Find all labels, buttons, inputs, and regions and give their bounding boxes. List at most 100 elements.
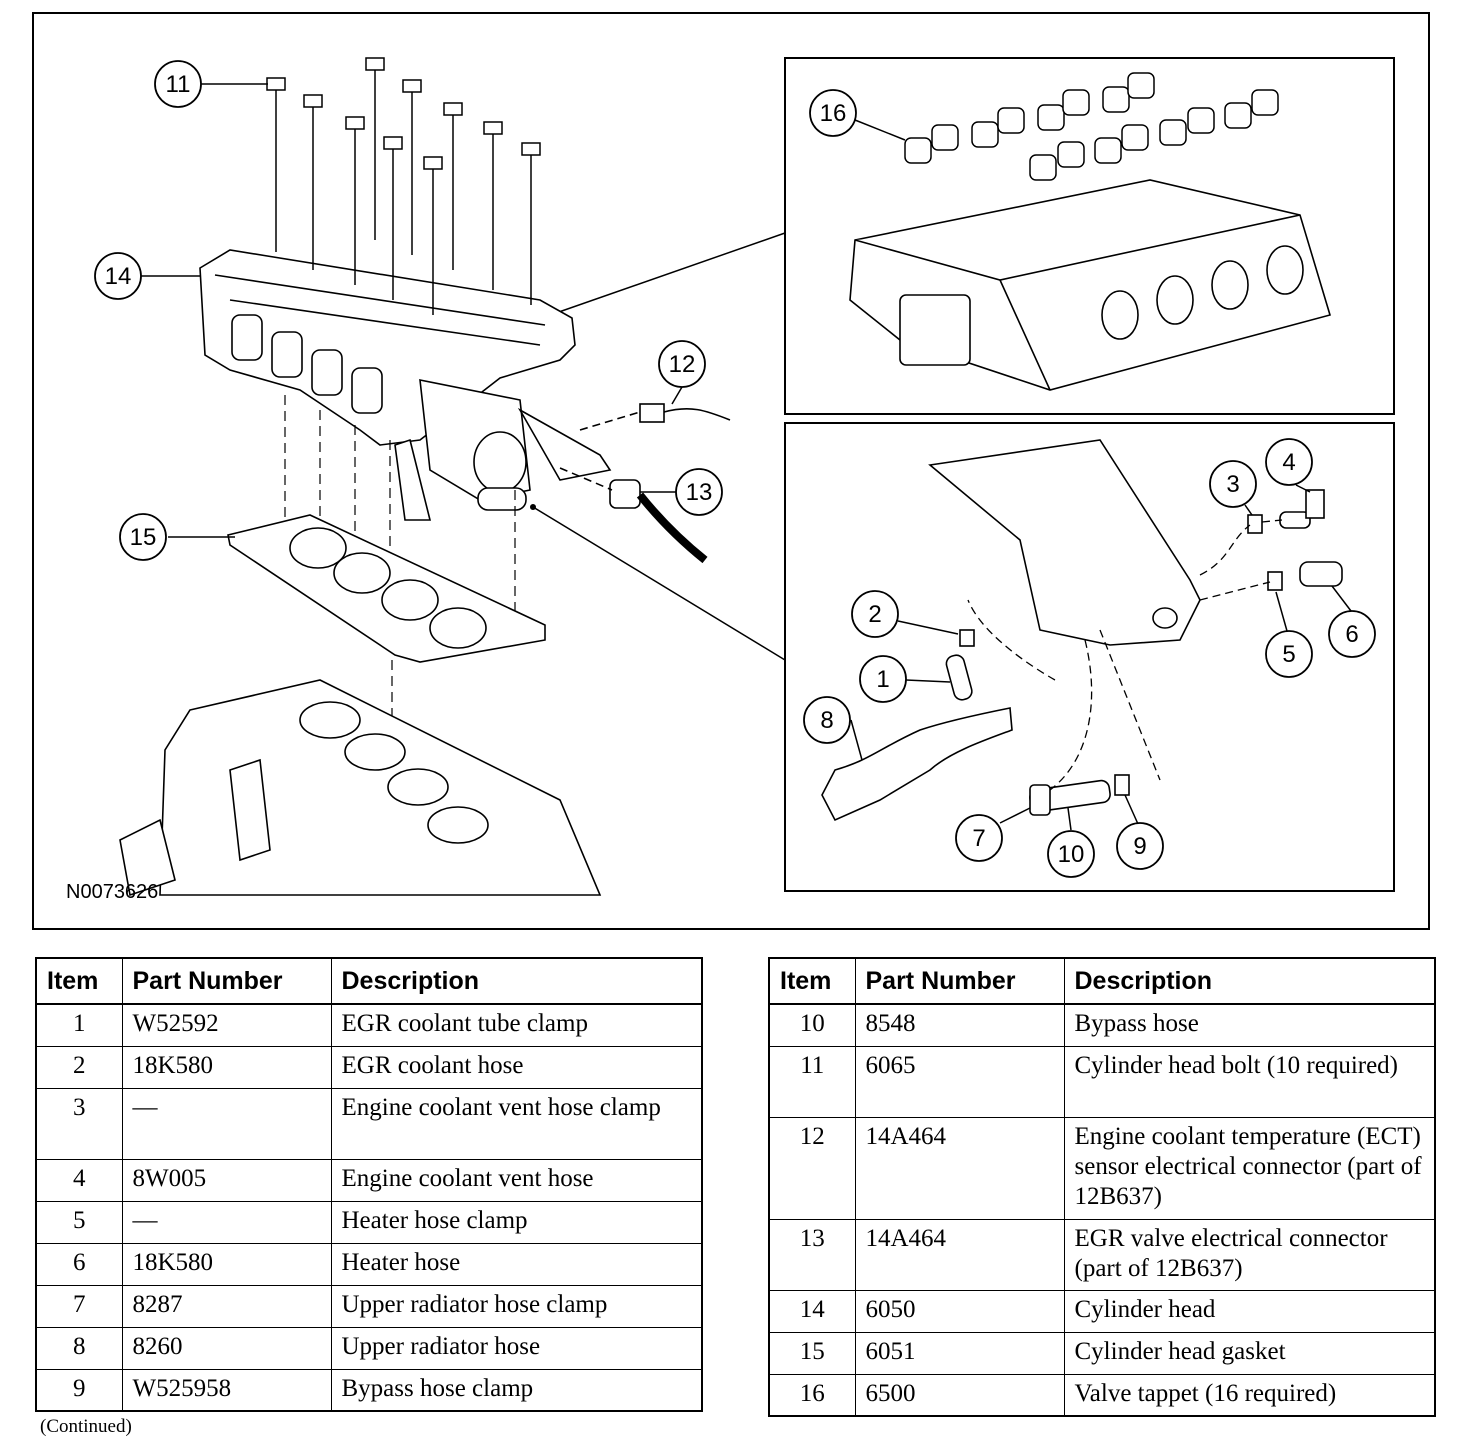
part-number-cell: 18K580	[121, 1045, 332, 1089]
item-cell: 11	[768, 1045, 856, 1118]
description-cell: Heater hose clamp	[330, 1200, 703, 1244]
callout-label-6: 6	[1345, 621, 1358, 648]
part-number-cell: 6051	[854, 1331, 1065, 1375]
part-number-cell: 18K580	[121, 1242, 332, 1286]
inset-head-drawing	[849, 179, 1332, 391]
item-cell: 9	[35, 1368, 123, 1412]
cylinder-head-drawing	[199, 249, 612, 521]
part-number-cell: 14A464	[854, 1218, 1065, 1291]
item-cell: 2	[35, 1045, 123, 1089]
callout-circle-1	[859, 655, 907, 703]
description-cell: Upper radiator hose	[330, 1326, 703, 1370]
table-row: 5—Heater hose clamp	[35, 1200, 703, 1244]
continued-note: (Continued)	[40, 1416, 132, 1437]
callout-circle-12	[658, 340, 706, 388]
callout-label-1: 1	[876, 666, 889, 693]
description-cell: EGR coolant hose	[330, 1045, 703, 1089]
description-column-header: Description	[330, 957, 703, 1005]
description-cell: EGR valve electrical connector (part of …	[1063, 1218, 1436, 1291]
item-cell: 12	[768, 1116, 856, 1220]
head-gasket-drawing	[227, 514, 546, 663]
part-number-cell: 8260	[121, 1326, 332, 1370]
item-cell: 6	[35, 1242, 123, 1286]
item-cell: 8	[35, 1326, 123, 1370]
description-column-header: Description	[1063, 957, 1436, 1005]
description-cell: EGR coolant tube clamp	[330, 1003, 703, 1047]
part-number-cell: —	[121, 1200, 332, 1244]
table-header-row: Item Part Number Description	[35, 957, 703, 1005]
cylinder-head-bolts	[266, 57, 541, 315]
callout-circle-4	[1265, 438, 1313, 486]
callout-circle-2	[851, 590, 899, 638]
item-cell: 16	[768, 1373, 856, 1417]
item-cell: 7	[35, 1284, 123, 1328]
table-row: 3—Engine coolant vent hose clamp	[35, 1087, 703, 1160]
callout-label-12: 12	[669, 351, 696, 378]
callout-circle-8	[803, 696, 851, 744]
tappet-drawings	[904, 72, 1279, 181]
item-cell: 5	[35, 1200, 123, 1244]
callout-label-4: 4	[1282, 449, 1295, 476]
callout-circle-14	[94, 252, 142, 300]
description-cell: Heater hose	[330, 1242, 703, 1286]
table-header-row: Item Part Number Description	[768, 957, 1436, 1005]
part-number-cell: 6050	[854, 1289, 1065, 1333]
part-number-cell: 8548	[854, 1003, 1065, 1047]
callout-label-7: 7	[972, 825, 985, 852]
callout-circle-16	[809, 89, 857, 137]
part-number-cell: 8287	[121, 1284, 332, 1328]
part-number-column-header: Part Number	[854, 957, 1065, 1005]
engine-block-drawing	[119, 679, 602, 897]
callout-circle-11	[154, 60, 202, 108]
callout-label-15: 15	[130, 524, 157, 551]
item-cell: 10	[768, 1003, 856, 1047]
callout-label-3: 3	[1226, 471, 1239, 498]
part-number-cell: —	[121, 1087, 332, 1160]
callout-label-8: 8	[820, 707, 833, 734]
description-cell: Bypass hose	[1063, 1003, 1436, 1047]
callout-label-5: 5	[1282, 641, 1295, 668]
callout-label-10: 10	[1058, 841, 1085, 868]
part-number-cell: W52592	[121, 1003, 332, 1047]
item-cell: 15	[768, 1331, 856, 1375]
inset-hoses-drawing	[821, 439, 1343, 822]
callout-circle-15	[119, 513, 167, 561]
callout-label-13: 13	[686, 479, 713, 506]
description-cell: Cylinder head gasket	[1063, 1331, 1436, 1375]
part-number-cell: W525958	[121, 1368, 332, 1412]
description-cell: Cylinder head	[1063, 1289, 1436, 1333]
callout-circle-6	[1328, 610, 1376, 658]
item-cell: 4	[35, 1158, 123, 1202]
figure-id-label: N0073626	[66, 881, 158, 903]
description-cell: Cylinder head bolt (10 required)	[1063, 1045, 1436, 1118]
description-cell: Engine coolant vent hose	[330, 1158, 703, 1202]
inset-hoses-box	[784, 422, 1395, 892]
item-cell: 1	[35, 1003, 123, 1047]
callout-circle-7	[955, 814, 1003, 862]
item-cell: 13	[768, 1218, 856, 1291]
inset-tappets-box	[784, 57, 1395, 415]
part-number-cell: 14A464	[854, 1116, 1065, 1220]
callout-circle-9	[1116, 822, 1164, 870]
callout-circle-10	[1047, 830, 1095, 878]
description-cell: Upper radiator hose clamp	[330, 1284, 703, 1328]
callout-label-2: 2	[868, 601, 881, 628]
part-number-cell: 6065	[854, 1045, 1065, 1118]
callout-label-16: 16	[820, 100, 847, 127]
diagram-frame	[32, 12, 1430, 930]
